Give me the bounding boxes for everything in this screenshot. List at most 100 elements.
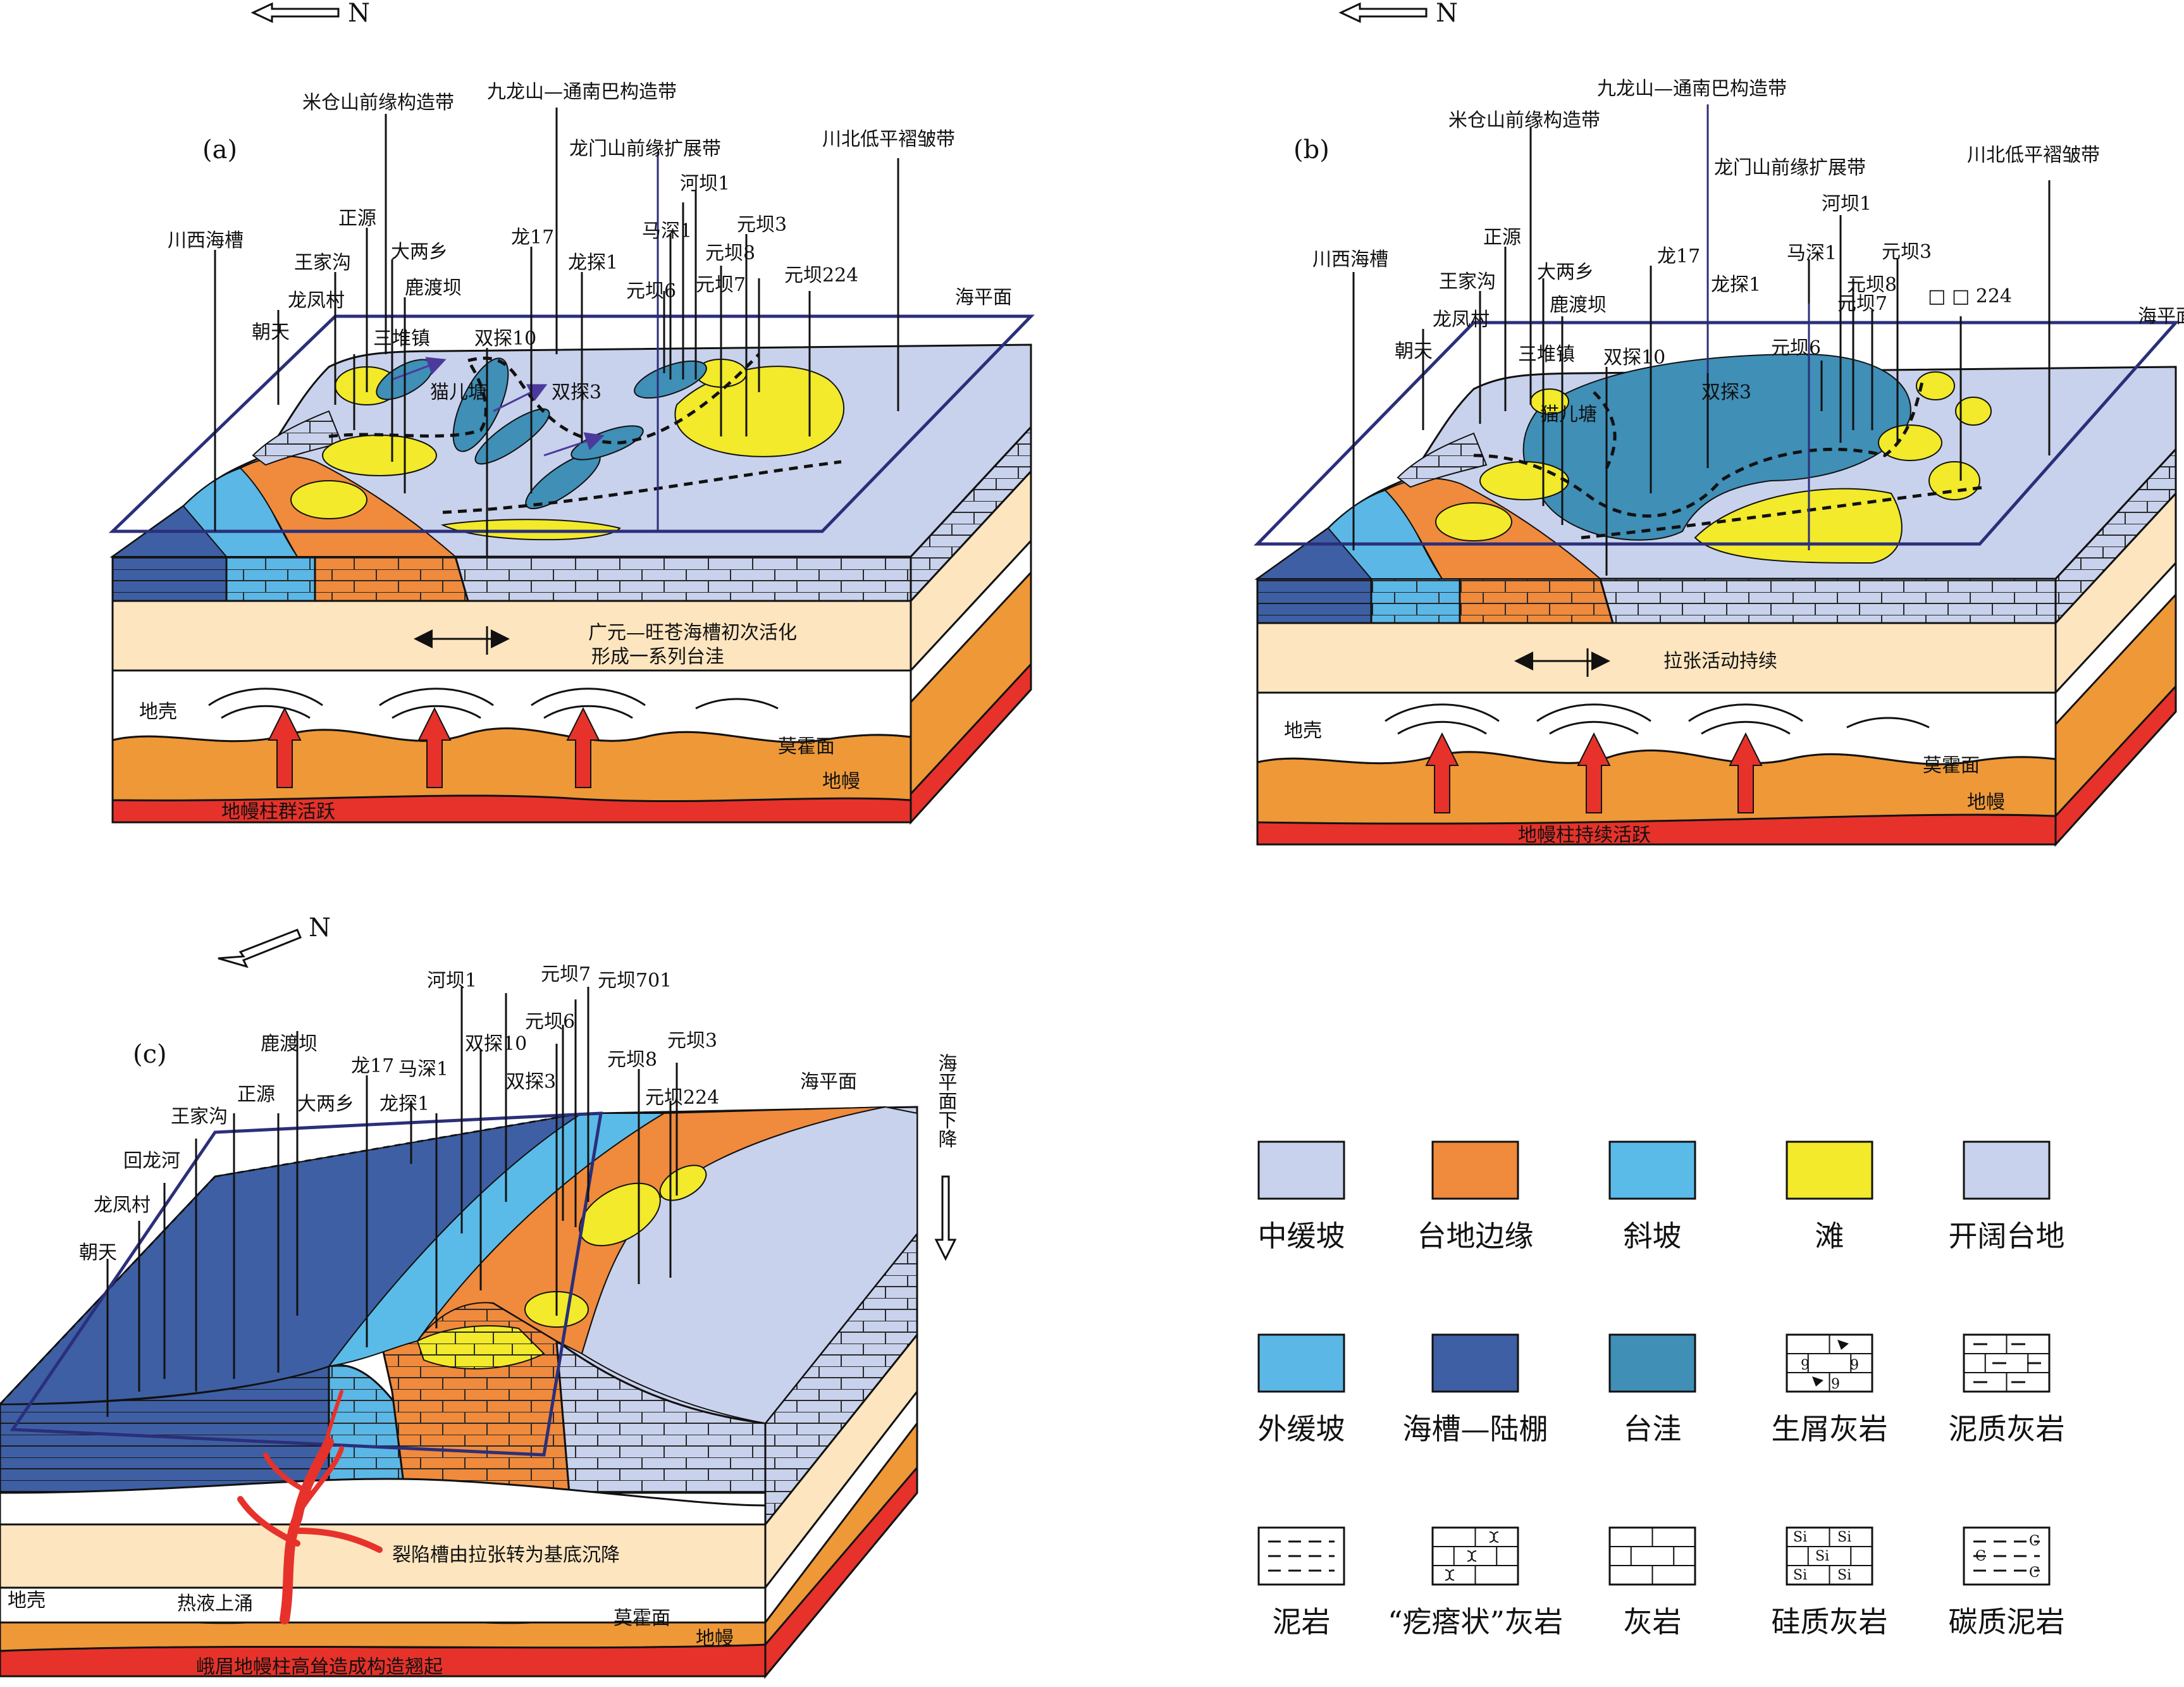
well-label: 双探10 — [474, 328, 536, 350]
well-label: 元坝3 — [1882, 241, 1932, 263]
panel-a-letter: (a) — [202, 135, 237, 164]
well-label: 马深1 — [1787, 242, 1837, 264]
legend-label: 台洼 — [1624, 1412, 1682, 1446]
well-label: 正源 — [338, 207, 376, 230]
well-label: 元坝8 — [1847, 274, 1897, 296]
well-label: 猫儿塘 — [1540, 404, 1597, 426]
legend-swatch — [1608, 1140, 1696, 1200]
legend-item: 斜坡 — [1608, 1140, 1696, 1253]
zone-chuanbei-label: 川北低平褶皱带 — [1967, 144, 2100, 166]
legend-item: 台洼 — [1608, 1333, 1696, 1446]
legend-item: 台地边缘 — [1417, 1140, 1534, 1253]
sea-level-label: 海平面 — [800, 1071, 857, 1093]
well-label: 鹿渡坝 — [261, 1033, 318, 1055]
plume-arrow-icon — [1577, 732, 1611, 813]
sea-fall-arrow-icon — [934, 1175, 957, 1261]
legend-label: 中缓坡 — [1258, 1219, 1345, 1253]
legend-item: 泥质灰岩 — [1949, 1333, 2065, 1446]
legend-swatch — [1608, 1333, 1696, 1393]
well-label: 正源 — [1483, 226, 1521, 249]
legend-label: 生屑灰岩 — [1772, 1412, 1888, 1446]
legend-label: 硅质灰岩 — [1772, 1605, 1888, 1639]
svg-text:9: 9 — [1801, 1357, 1810, 1373]
legend-label: 外缓坡 — [1258, 1412, 1345, 1446]
north-arrow-icon — [250, 2, 340, 23]
legend-swatch — [1431, 1140, 1519, 1200]
svg-text:Si: Si — [1815, 1548, 1829, 1564]
well-label: 双探10 — [1603, 347, 1665, 369]
legend-swatch — [1257, 1140, 1345, 1200]
svg-text:C: C — [1975, 1548, 1986, 1564]
well-label: 大两乡 — [391, 241, 448, 263]
caption-label: 地幔柱持续活跃 — [1518, 824, 1651, 846]
zone-jiulong-label: 九龙山—通南巴构造带 — [487, 81, 677, 103]
sea-level-plane — [9, 1111, 603, 1457]
well-label: 元坝8 — [607, 1049, 657, 1071]
caption-label: 地幔柱群活跃 — [221, 801, 335, 823]
legend-label: 碳质泥岩 — [1949, 1605, 2065, 1639]
well-label: 龙17 — [511, 226, 554, 249]
well-label: 双探3 — [552, 381, 602, 404]
sea-level-plane — [108, 314, 1035, 533]
zone-micang-label: 米仓山前缘构造带 — [302, 92, 454, 114]
zone-jiulong-label: 九龙山—通南巴构造带 — [1597, 78, 1787, 100]
legend-item: 外缓坡 — [1257, 1333, 1345, 1446]
well-label: 正源 — [237, 1084, 275, 1106]
svg-text:Si: Si — [1793, 1529, 1807, 1545]
well-label: 龙探1 — [568, 252, 618, 274]
sea-level-label: 海平面 — [955, 287, 1012, 309]
well-label: 王家沟 — [294, 252, 351, 274]
legend-swatch — [1786, 1140, 1873, 1200]
hydro-label: 热液上涌 — [177, 1593, 253, 1615]
well-label: 元坝224 — [645, 1087, 719, 1109]
well-label: 王家沟 — [1439, 271, 1496, 293]
panel-b-letter: (b) — [1293, 135, 1330, 164]
legend-swatch — [1431, 1333, 1519, 1393]
well-label: 元坝7 — [541, 963, 591, 986]
panel-c: N — [0, 913, 957, 1679]
well-label: 河坝1 — [1822, 193, 1872, 215]
well-label: 龙凤村 — [1433, 309, 1490, 331]
zone-chuanbei-label: 川北低平褶皱带 — [822, 128, 955, 151]
process-label: 广元—旺苍海槽初次活化 — [588, 622, 797, 644]
well-label: 元坝224 — [784, 264, 858, 287]
panel-c-letter: (c) — [133, 1040, 167, 1069]
well-label: 元坝3 — [667, 1030, 717, 1052]
well-label: 鹿渡坝 — [1550, 294, 1607, 316]
sea-level-plane — [1254, 321, 2180, 546]
legend-label: 海槽—陆棚 — [1403, 1412, 1548, 1446]
well-label: □ □ 224 — [1928, 285, 2012, 307]
well-label: 龙探1 — [379, 1093, 429, 1115]
well-label: 龙17 — [1657, 245, 1700, 268]
crust-label: 地壳 — [1284, 720, 1322, 742]
well-label: 元坝701 — [598, 970, 672, 992]
svg-text:9: 9 — [1850, 1357, 1859, 1373]
plume-arrow-icon — [1729, 732, 1763, 813]
well-label: 马深1 — [398, 1058, 448, 1080]
legend-label: 泥质灰岩 — [1949, 1412, 2065, 1446]
mantle-label: 地幔 — [696, 1628, 734, 1650]
legend-item: 滩 — [1786, 1140, 1873, 1253]
zone-chuanxi-label: 川西海槽 — [1312, 249, 1388, 271]
well-label: 元坝6 — [626, 280, 676, 302]
mantle-label: 地幔 — [822, 770, 860, 793]
legend-label: 台地边缘 — [1417, 1219, 1534, 1253]
well-label: 大两乡 — [1537, 261, 1594, 283]
well-label: 大两乡 — [297, 1093, 354, 1115]
svg-text:Si: Si — [1793, 1567, 1807, 1583]
legend-label: 泥岩 — [1273, 1605, 1331, 1639]
well-label: 河坝1 — [427, 970, 477, 992]
north-label: N — [348, 0, 370, 28]
well-label: 马深1 — [642, 220, 692, 242]
well-label: 元坝6 — [1771, 337, 1821, 359]
sea-level-label: 海平面 — [2138, 306, 2184, 328]
legend-item: 开阔台地 — [1949, 1140, 2065, 1253]
moho-label: 莫霍面 — [614, 1607, 670, 1629]
well-label: 回龙河 — [123, 1150, 180, 1172]
svg-text:Si: Si — [1837, 1567, 1851, 1583]
well-label: 双探10 — [465, 1033, 527, 1055]
